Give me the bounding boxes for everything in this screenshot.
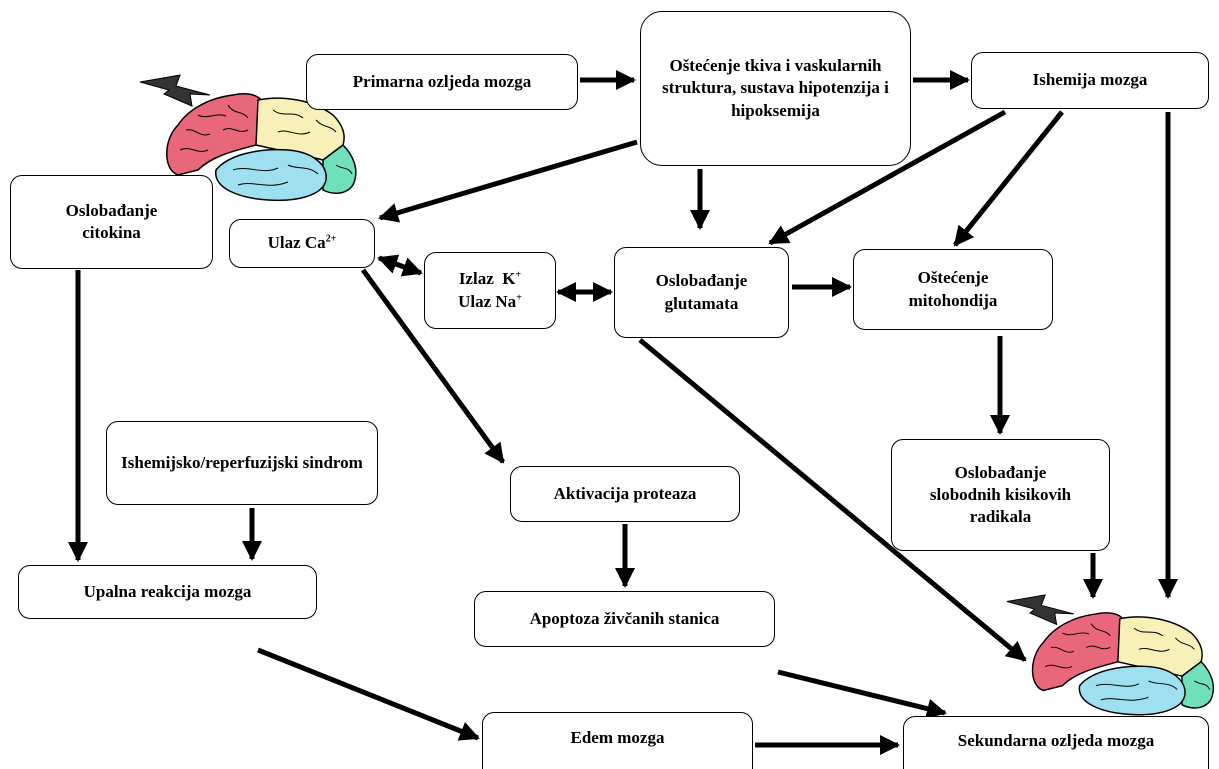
izlaz-k-line: Izlaz K+	[458, 268, 522, 290]
arrow-apoptoza-to-sekundarna	[777, 669, 947, 719]
node-ulaz-ca-label: Ulaz Ca2+	[268, 232, 337, 254]
node-ishemijsko-reperfuzijski: Ishemijsko/reperfuzijski sindrom	[106, 421, 378, 505]
arrow-upalna-to-edem	[257, 647, 480, 741]
ulaz-na-text: Ulaz Na	[458, 291, 517, 311]
arrow-ishemija-to-mitohondrije	[953, 110, 1064, 247]
node-oslobadanje-glutamata-label: Oslobađanje glutamata	[655, 271, 748, 313]
ulaz-ca-text: Ulaz Ca	[267, 233, 326, 253]
izlaz-k-superscript: +	[515, 269, 522, 281]
arrow-ishemija-to-glutamat	[768, 109, 1007, 246]
node-oslobadanje-citokina: Oslobađanje citokina	[10, 175, 213, 269]
brain-occipital-lobe	[322, 144, 357, 195]
node-ostecenje-mitohondija: Oštećenje mitohondija	[853, 249, 1053, 330]
brain-frontal-lobe	[166, 93, 264, 176]
node-ishemija-mozga: Ishemija mozga	[971, 52, 1209, 109]
node-primarna-ozljeda-label: Primarna ozljeda mozga	[352, 71, 532, 91]
node-slobodni-radikali-label: Oslobađanje slobodnih kisikovih radikala	[929, 462, 1072, 527]
ulaz-na-superscript: +	[516, 291, 522, 303]
lightning-bolt-icon-2	[1006, 594, 1074, 626]
node-ostecenje-tkiva: Oštećenje tkiva i vaskularnih struktura,…	[640, 11, 911, 166]
node-edem-mozga-label: Edem mozga	[570, 727, 665, 747]
node-ishemijsko-reperfuzijski-label: Ishemijsko/reperfuzijski sindrom	[121, 452, 363, 472]
arrow-ostecenje-to-ulazca	[378, 139, 638, 223]
node-sekundarna-ozljeda-label: Sekundarna ozljeda mozga	[957, 730, 1155, 750]
node-ulaz-ca: Ulaz Ca2+	[229, 219, 375, 268]
node-upalna-reakcija-label: Upalna reakcija mozga	[83, 581, 252, 601]
node-oslobadanje-glutamata: Oslobađanje glutamata	[614, 247, 789, 338]
node-aktivacija-proteaza-label: Aktivacija proteaza	[553, 483, 697, 503]
node-slobodni-radikali: Oslobađanje slobodnih kisikovih radikala	[891, 439, 1110, 551]
brain-illustration-icon	[139, 74, 357, 202]
node-aktivacija-proteaza: Aktivacija proteaza	[510, 466, 740, 522]
ulaz-na-line: Ulaz Na+	[458, 291, 522, 313]
brain-temporal-lobe	[215, 148, 327, 202]
node-ishemija-mozga-label: Ishemija mozga	[1032, 70, 1148, 90]
brain-illustration-icon-2	[1006, 594, 1215, 716]
arrow-glutamat-to-sekundarna	[638, 338, 1027, 662]
izlaz-k-text: Izlaz K	[458, 269, 516, 289]
brain-temporal-lobe-2	[1078, 665, 1186, 716]
node-izlaz-k-ulaz-na: Izlaz K+ Ulaz Na+	[424, 252, 556, 329]
ulaz-ca-superscript: 2+	[325, 233, 337, 245]
brain-occipital-lobe-2	[1181, 660, 1215, 709]
node-izlaz-k-ulaz-na-label: Izlaz K+ Ulaz Na+	[458, 268, 522, 312]
arrow-ulazca-izlazk	[377, 254, 423, 277]
node-oslobadanje-citokina-label: Oslobađanje citokina	[65, 200, 158, 242]
lightning-bolt-icon	[139, 74, 211, 107]
node-ostecenje-tkiva-label: Oštećenje tkiva i vaskularnih struktura,…	[662, 56, 889, 120]
node-ostecenje-mitohondija-label: Oštećenje mitohondija	[908, 268, 998, 310]
brain-frontal-lobe-2	[1031, 612, 1126, 692]
node-upalna-reakcija: Upalna reakcija mozga	[18, 565, 317, 619]
node-apoptoza: Apoptoza živčanih stanica	[474, 591, 775, 647]
node-sekundarna-ozljeda: Sekundarna ozljeda mozga	[903, 716, 1209, 769]
arrow-ulazca-to-proteaze	[360, 268, 506, 464]
node-edem-mozga: Edem mozga	[482, 712, 753, 769]
node-apoptoza-label: Apoptoza živčanih stanica	[529, 608, 720, 628]
node-primarna-ozljeda: Primarna ozljeda mozga	[306, 54, 578, 110]
